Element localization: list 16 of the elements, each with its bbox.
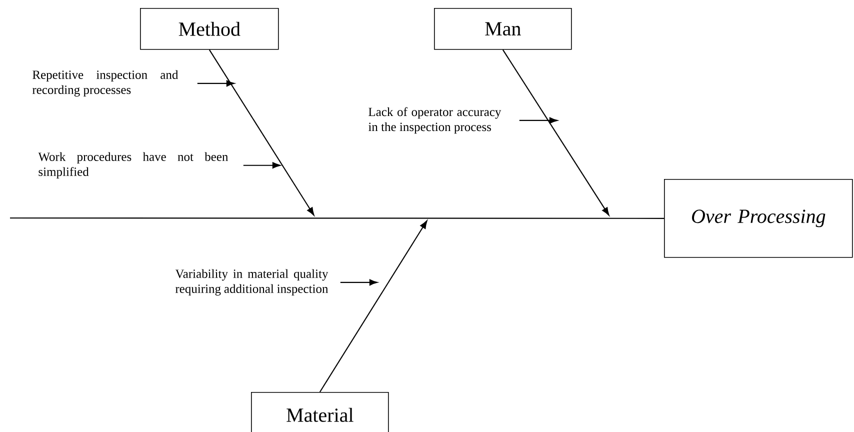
category-box: Man xyxy=(434,8,572,50)
bone-arrow xyxy=(319,220,428,392)
cause-text: Variability in material quality requiring additional inspection xyxy=(175,269,328,296)
cause-arrow xyxy=(519,117,558,124)
cause-text: Work procedures have not been simplified xyxy=(38,152,228,179)
spine-line xyxy=(10,217,664,219)
category-box: Material xyxy=(251,392,389,432)
effect-box: Over Processing xyxy=(664,179,853,258)
cause-arrow xyxy=(340,279,378,286)
bone-arrow xyxy=(502,50,610,216)
cause-text: Lack of operator accuracy in the inspection process xyxy=(368,107,502,134)
cause-text: Repetitive inspection and recording processes xyxy=(32,70,178,97)
cause-arrow xyxy=(197,80,235,87)
category-box: Method xyxy=(140,8,279,50)
bone-arrow xyxy=(208,50,314,216)
cause-arrow xyxy=(243,162,281,168)
